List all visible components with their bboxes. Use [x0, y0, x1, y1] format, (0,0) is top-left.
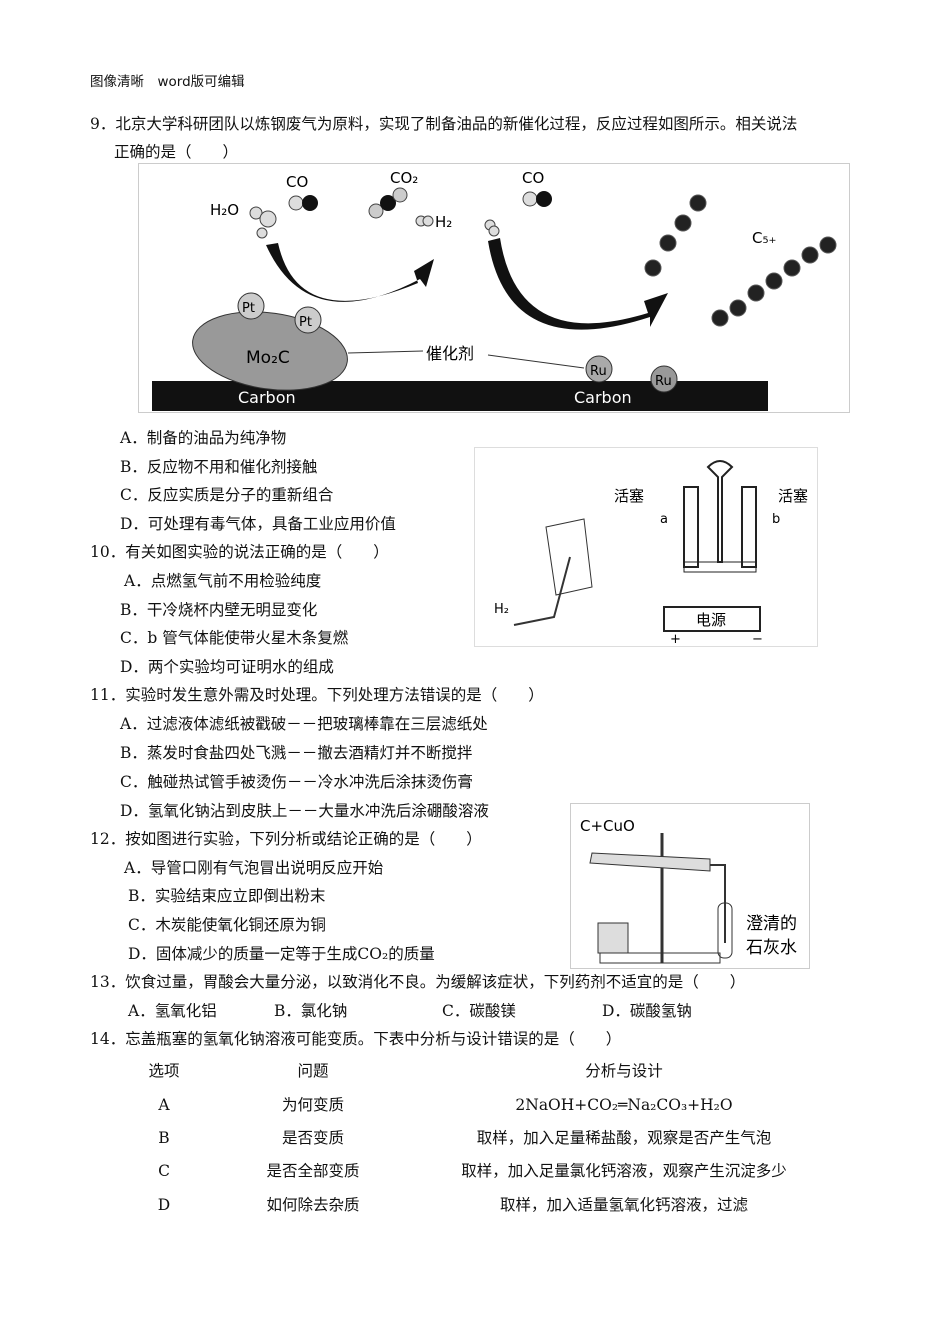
q12-option-c: C．木炭能使氧化铜还原为铜 [128, 916, 326, 934]
catalyst-label: 催化剂 [426, 344, 474, 363]
q11-stem: 11．实验时发生意外需及时处理。下列处理方法错误的是（ ） [90, 686, 544, 704]
svg-text:Ru: Ru [590, 364, 607, 379]
q9-catalysis-figure: Carbon Carbon Mo₂C Pt Pt Ru Ru 催化剂 H₂O C… [138, 163, 850, 413]
q12-option-b: B．实验结束应立即倒出粉末 [128, 887, 326, 905]
table-cell: B [158, 1129, 170, 1147]
q11-option-d: D．氢氧化钠沾到皮肤上－－大量水冲洗后涂硼酸溶液 [120, 802, 489, 820]
carbon-label: Carbon [238, 388, 296, 407]
table-cell: 2NaOH+CO₂═Na₂CO₃+H₂O [515, 1096, 733, 1114]
q13-option-d: D．碳酸氢钠 [602, 1002, 692, 1020]
q12-option-d: D．固体减少的质量一定等于生成CO₂的质量 [128, 945, 435, 963]
q10-electrolysis-figure: 活塞 活塞 a b 电源 + − H₂ [474, 447, 818, 647]
svg-text:Pt: Pt [242, 301, 255, 316]
svg-text:C+CuO: C+CuO [580, 817, 635, 835]
table-cell: C [158, 1162, 170, 1180]
page-header: 图像清晰 word版可编辑 [90, 74, 245, 90]
q10-option-b: B．干冷烧杯内壁无明显变化 [120, 601, 318, 619]
table-cell: 是否全部变质 [266, 1162, 360, 1180]
table-header: 选项 [148, 1062, 180, 1080]
q12-stem: 12．按如图进行实验，下列分析或结论正确的是（ ） [90, 830, 482, 848]
q9-stem: 9．北京大学科研团队以炼钢废气为原料，实现了制备油品的新催化过程，反应过程如图所… [90, 115, 798, 133]
svg-text:−: − [752, 632, 763, 647]
svg-text:b: b [772, 512, 780, 527]
svg-text:H₂: H₂ [435, 213, 452, 231]
svg-text:+: + [670, 632, 681, 647]
q13-stem: 13．饮食过量，胃酸会大量分泌，以致消化不良。为缓解该症状，下列药剂不适宜的是（… [90, 973, 746, 991]
q11-option-b: B．蒸发时食盐四处飞溅－－撤去酒精灯并不断搅拌 [120, 744, 473, 762]
svg-text:电源: 电源 [696, 611, 726, 629]
q9-stem-cont: 正确的是（ ） [114, 143, 239, 161]
q9-option-c: C．反应实质是分子的重新组合 [120, 486, 334, 504]
q13-option-b: B．氯化钠 [274, 1002, 348, 1020]
table-cell: D [157, 1196, 171, 1214]
q9-option-b: B．反应物不用和催化剂接触 [120, 458, 318, 476]
svg-text:活塞: 活塞 [614, 487, 644, 505]
svg-text:CO: CO [286, 173, 308, 191]
q11-option-a: A．过滤液体滤纸被戳破－－把玻璃棒靠在三层滤纸处 [120, 715, 488, 733]
svg-text:C₅₊: C₅₊ [752, 229, 776, 247]
svg-text:Pt: Pt [299, 315, 312, 330]
q10-stem: 10．有关如图实验的说法正确的是（ ） [90, 543, 389, 561]
q10-option-a: A．点燃氢气前不用检验纯度 [124, 572, 322, 590]
svg-text:活塞: 活塞 [778, 487, 808, 505]
table-cell: 为何变质 [281, 1096, 345, 1114]
svg-text:CO: CO [522, 169, 544, 187]
q12-option-a: A．导管口刚有气泡冒出说明反应开始 [124, 859, 384, 877]
table-cell: 如何除去杂质 [266, 1196, 360, 1214]
q10-option-c: C．b 管气体能使带火星木条复燃 [120, 629, 349, 647]
q13-option-a: A．氢氧化铝 [128, 1002, 217, 1020]
q9-option-a: A．制备的油品为纯净物 [120, 429, 287, 447]
q12-carbon-reduction-figure: C+CuO 澄清的 石灰水 [570, 803, 810, 969]
svg-text:H₂O: H₂O [210, 201, 239, 219]
svg-text:CO₂: CO₂ [390, 169, 418, 187]
table-cell: 取样，加入足量氯化钙溶液，观察产生沉淀多少 [461, 1162, 787, 1180]
svg-text:石灰水: 石灰水 [746, 938, 797, 958]
svg-text:澄清的: 澄清的 [746, 914, 797, 934]
mo2c-label: Mo₂C [246, 348, 290, 368]
carbon-label: Carbon [574, 388, 632, 407]
svg-text:a: a [660, 512, 668, 527]
table-header: 问题 [297, 1062, 329, 1080]
svg-text:Ru: Ru [655, 374, 672, 389]
table-cell: A [158, 1096, 170, 1114]
q9-option-d: D．可处理有毒气体，具备工业应用价值 [120, 515, 396, 533]
table-cell: 取样，加入适量氢氧化钙溶液，过滤 [499, 1196, 749, 1214]
table-header: 分析与设计 [585, 1062, 663, 1080]
q10-option-d: D．两个实验均可证明水的组成 [120, 658, 334, 676]
svg-text:H₂: H₂ [494, 602, 509, 617]
table-cell: 是否变质 [281, 1129, 345, 1147]
table-cell: 取样，加入足量稀盐酸，观察是否产生气泡 [476, 1129, 772, 1147]
q13-option-c: C．碳酸镁 [442, 1002, 516, 1020]
q14-stem: 14．忘盖瓶塞的氢氧化钠溶液可能变质。下表中分析与设计错误的是（ ） [90, 1030, 622, 1048]
q11-option-c: C．触碰热试管手被烫伤－－冷水冲洗后涂抹烫伤膏 [120, 773, 473, 791]
